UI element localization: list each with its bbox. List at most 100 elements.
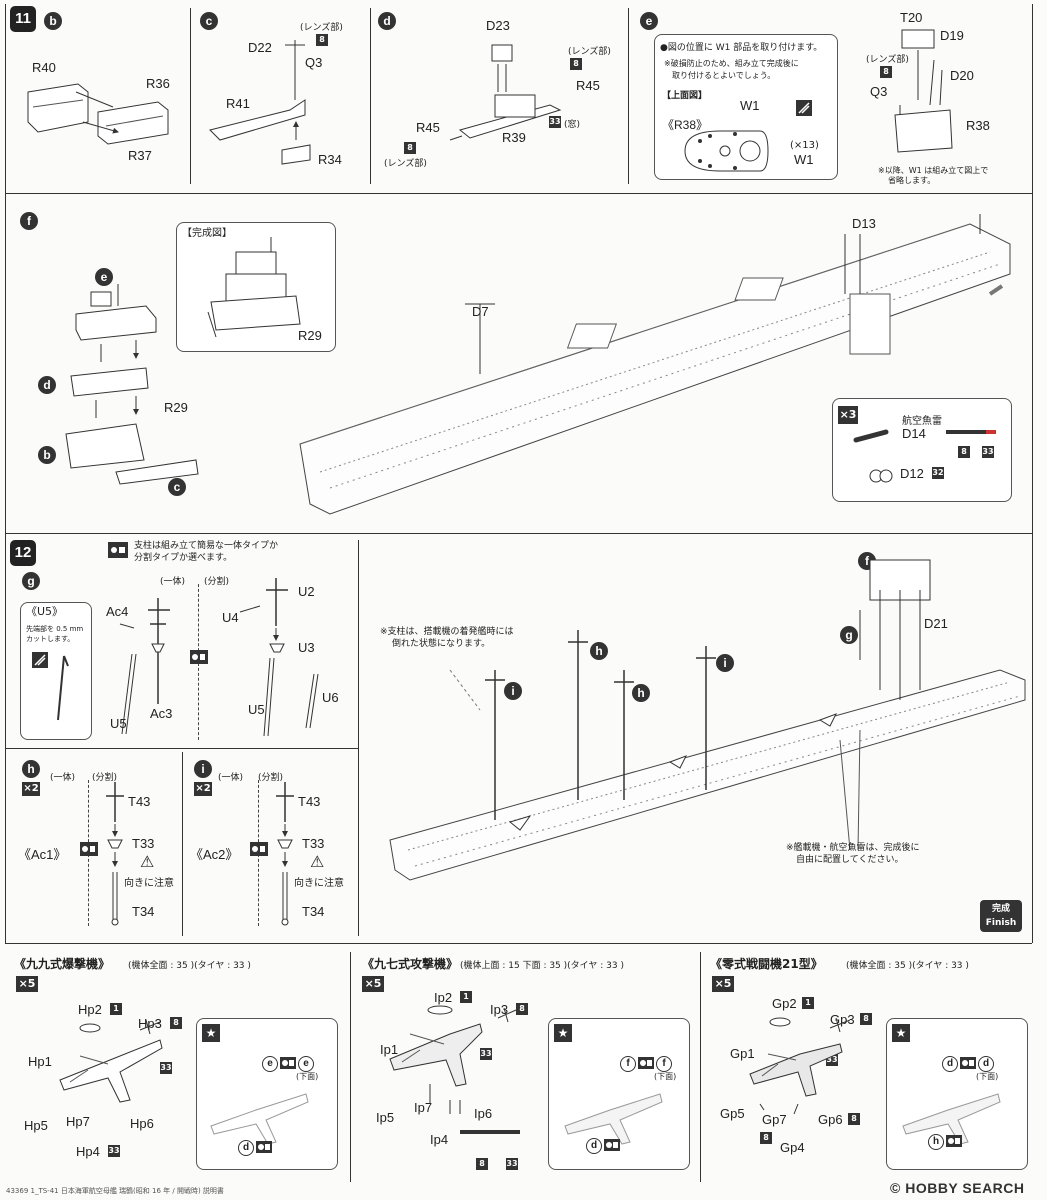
- color-32: 32: [932, 467, 944, 479]
- decal-tag: f: [656, 1056, 672, 1072]
- part-T43: T43: [298, 794, 321, 809]
- aircraft2-drawing: [389, 1005, 520, 1134]
- tag-e: e: [95, 268, 113, 286]
- aircraft1-title: 《九九式爆撃機》: [14, 957, 111, 971]
- R38-top-drawing: [684, 130, 769, 172]
- Ac2-ref: 《Ac2》: [190, 847, 239, 862]
- qty-x13: (×13): [790, 140, 819, 151]
- aircraft2-spec: (機体上面 : 15 下面 : 35 )(タイヤ : 33 ): [460, 961, 624, 971]
- part-Gp2: Gp2: [772, 996, 797, 1011]
- part-Ip2: Ip2: [434, 990, 453, 1005]
- part-T34: T34: [302, 904, 325, 919]
- footer-left: 43369 1_TS-41 日本海軍航空母艦 瑞鶴(昭和 16 年 / 開戦時)…: [6, 1187, 224, 1195]
- divider: [358, 540, 359, 936]
- part-D14: D14: [902, 426, 926, 441]
- part-D20: D20: [950, 68, 974, 83]
- tag-d: d: [378, 12, 396, 30]
- split-icon: [108, 542, 128, 558]
- split-icon: [190, 650, 208, 664]
- color-8: 8: [958, 446, 970, 458]
- aircraft1-decal-drawing: [210, 1093, 309, 1145]
- ittai-label: (一体): [160, 577, 186, 587]
- mast-split-drawing: [239, 578, 319, 737]
- placement-note1: ※艦載機・航空魚雷は、完成後に: [786, 843, 920, 853]
- color-33: 33: [160, 1062, 172, 1074]
- part-U4: U4: [222, 610, 239, 625]
- part-R38: R38: [966, 118, 990, 133]
- star-icon: ★: [202, 1024, 220, 1042]
- part-Gp5: Gp5: [720, 1106, 745, 1121]
- decal-tag: d: [942, 1056, 958, 1072]
- nipper-icon: [796, 100, 812, 116]
- divider: [700, 952, 701, 1182]
- finish-en: Finish: [985, 918, 1017, 928]
- tag-c: c: [168, 478, 186, 496]
- ittai-label: (一体): [50, 773, 76, 783]
- ittai-label: (一体): [218, 773, 244, 783]
- aircraft3-decal-drawing: [902, 1093, 1001, 1145]
- color-33: 33: [549, 116, 561, 128]
- decal-tag: e: [262, 1056, 278, 1072]
- mast-note1: ※支柱は、搭載機の着発艦時には: [380, 627, 514, 637]
- decal-tag: f: [620, 1056, 636, 1072]
- part-R40: R40: [32, 60, 56, 75]
- right-border: [1032, 4, 1033, 533]
- part-T34: T34: [132, 904, 155, 919]
- divider: [182, 752, 183, 936]
- divider: [628, 8, 629, 184]
- color-33: 33: [982, 446, 994, 458]
- part-U5: U5: [248, 702, 265, 717]
- color-8: 8: [860, 1013, 872, 1025]
- split-icon: [250, 842, 268, 856]
- split-icon: [280, 1057, 296, 1069]
- footnote-line2: 省略します。: [888, 176, 936, 185]
- part-Hp6: Hp6: [130, 1116, 154, 1131]
- step11-panel: [5, 4, 1032, 194]
- underside-label: (下面): [296, 1072, 319, 1081]
- part-Ip3: Ip3: [490, 1002, 509, 1017]
- tag-d: d: [38, 376, 56, 394]
- color-33: 33: [506, 1158, 518, 1170]
- footer-watermark: © HOBBY SEARCH: [890, 1180, 1025, 1196]
- caution-icon: ⚠: [140, 852, 155, 871]
- part-R45: R45: [416, 120, 440, 135]
- bunkatsu-label: (分割): [258, 773, 284, 783]
- intro-line2: 分割タイプか選べます。: [134, 553, 233, 563]
- color-8: 8: [760, 1132, 772, 1144]
- color-8: 8: [404, 142, 416, 154]
- part-Gp6: Gp6: [818, 1112, 843, 1127]
- bunkatsu-label: (分割): [204, 577, 230, 587]
- part-D21: D21: [924, 616, 948, 631]
- divider: [5, 748, 358, 749]
- complete-label: 【完成図】: [182, 228, 232, 239]
- part-Hp4: Hp4: [76, 1144, 100, 1159]
- aircraft2-decal-drawing: [564, 1093, 663, 1145]
- note-line2: ※破損防止のため、組み立て完成後に: [664, 59, 799, 68]
- divider: [190, 8, 191, 184]
- placement-note2: 自由に配置してください。: [796, 855, 904, 865]
- color-33: 33: [480, 1048, 492, 1060]
- part-D12: D12: [900, 466, 924, 481]
- tag-h: h: [590, 642, 608, 660]
- qty-x3: ×3: [838, 406, 858, 424]
- tag-i: i: [194, 760, 212, 778]
- part-Q3: Q3: [870, 84, 888, 99]
- part-R29: R29: [164, 400, 188, 415]
- part-Ac4: Ac4: [106, 604, 129, 619]
- star-icon: ★: [554, 1024, 572, 1042]
- part-T33: T33: [302, 836, 325, 851]
- tag-b: b: [44, 12, 62, 30]
- step-number-11: 11: [10, 6, 36, 32]
- nipper-icon: [32, 652, 48, 668]
- decal-tag: d: [238, 1140, 254, 1156]
- underside-label: (下面): [976, 1072, 999, 1081]
- split-icon: [638, 1057, 654, 1069]
- part-D13: D13: [852, 216, 876, 231]
- b-part-drawing: [27, 83, 169, 145]
- footnote-line1: ※以降、W1 は組み立て図上で: [878, 166, 989, 175]
- torpedo-title: 航空魚雷: [902, 416, 942, 427]
- tag-g: g: [22, 572, 40, 590]
- caution-icon: ⚠: [310, 852, 325, 871]
- carrier-complete-drawing: [389, 559, 1026, 881]
- part-Gp7: Gp7: [762, 1112, 787, 1127]
